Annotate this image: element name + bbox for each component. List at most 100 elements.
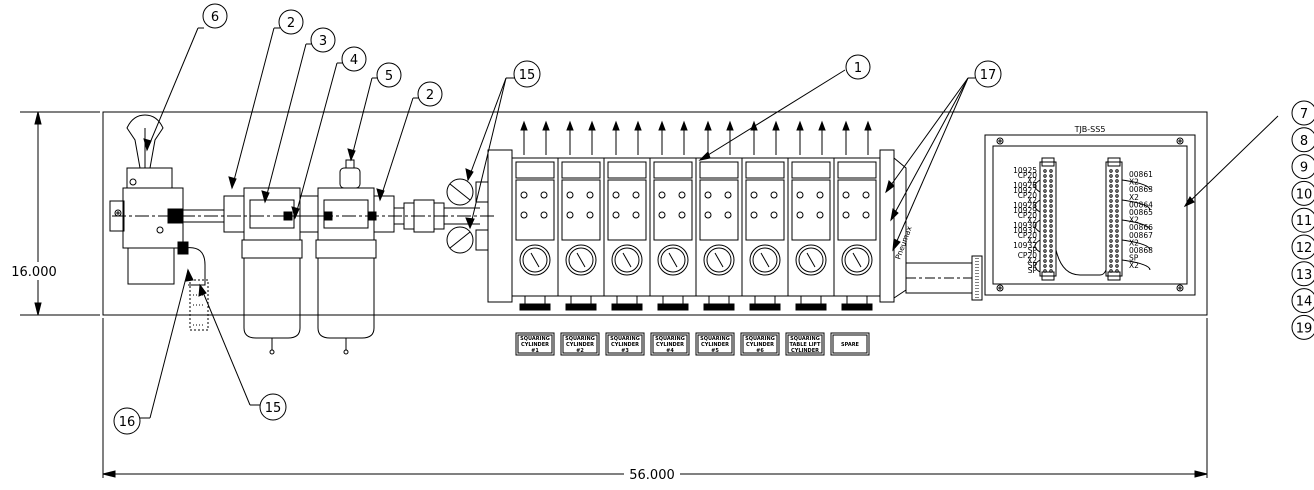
enclosure-title: TJB-SS5 [1074,125,1106,134]
balloon-9: 9 [1291,154,1314,180]
right-terminal-label: X2 [1129,261,1139,270]
panel-outline [102,111,1208,316]
valve-station [741,120,789,311]
lockout-valve [109,114,206,286]
right-terminal-label: 00861 [1129,170,1153,179]
muffler-lower [189,279,209,331]
right-terminal-label: X2 [1129,193,1139,202]
valve-label-text: CYLINDER [656,342,684,348]
wire [1121,259,1151,271]
balloon-4-text: 4 [350,53,358,68]
wire [1034,259,1041,273]
balloon-text: 11 [1296,214,1313,229]
balloon-1-text: 1 [854,61,862,76]
balloon-17-text: 17 [980,68,997,83]
balloon-19: 19 [1291,314,1314,340]
balloon-4: 4 [341,46,367,72]
left-terminal-label: CP20 [1018,191,1038,200]
right-terminal-label: X2 [1129,238,1139,247]
balloon-12: 12 [1291,234,1314,260]
balloon-6: 6 [202,3,228,29]
height-dimension-text: 16.000 [11,265,57,280]
valve-label-8: SPARE [830,332,870,356]
valve-label-text: #5 [711,348,719,354]
valve-station [511,120,559,311]
balloon-17: 17 [974,60,1002,88]
conduit [905,255,983,301]
width-dimension: 56.000 [102,318,1208,483]
valve-label-text: SQUARING [565,336,595,342]
balloon-text: 9 [1300,161,1308,176]
balloon-3: 3 [310,27,336,53]
balloon-text: 8 [1300,134,1308,149]
right-terminal-label: 00868 [1129,246,1153,255]
balloon-11: 11 [1291,207,1314,233]
left-terminal-label: 10928 [1013,201,1037,210]
balloon-2b: 2 [417,81,443,107]
right-terminal-label: 00867 [1129,231,1153,240]
wire [1121,239,1151,251]
right-terminal-label: 00863 [1129,185,1153,194]
left-terminal-label: 10929 [1013,206,1037,215]
valve-label-text: CYLINDER [791,348,819,354]
left-terminal-label: CP20 [1018,251,1038,260]
balloon-15b: 15 [259,393,287,421]
valve-station [603,120,651,311]
valve-label-text: SQUARING [655,336,685,342]
left-terminal-label: X2 [1027,216,1037,225]
valve-station [649,120,697,311]
valve-label-text: TABLE LIFT [790,342,822,348]
valve-station [695,120,743,311]
valve-label-text: CYLINDER [701,342,729,348]
balloon-3-text: 3 [319,34,327,49]
balloon-10: 10 [1291,180,1314,206]
valve-label-text: #4 [666,348,674,354]
wire [1034,179,1041,193]
balloon-2a-text: 2 [287,16,295,31]
left-terminal-label: 10927 [1013,186,1037,195]
balloon-text: 14 [1296,295,1313,310]
wire [1121,179,1151,191]
left-terminal-label: 10926 [1013,181,1037,190]
left-terminal-label: SP [1028,266,1038,275]
valve-label-text: #1 [531,348,539,354]
right-terminal-label: SP [1129,254,1139,263]
balloon-7: 7 [1291,100,1314,126]
valve-label-text: #6 [756,348,764,354]
wire [1034,239,1041,253]
left-terminal-label: 10930 [1013,221,1037,230]
height-dimension: 16.000 [2,111,100,316]
wire [1121,199,1151,211]
valve-station [833,120,881,311]
balloon-text: 19 [1296,321,1313,336]
valve-label-text: CYLINDER [746,342,774,348]
balloon-text: 7 [1300,107,1308,122]
left-terminal-label: 10932 [1013,241,1037,250]
left-terminal-label: X2 [1027,236,1037,245]
valve-label-text: SQUARING [790,336,820,342]
left-terminal-label: CP20 [1018,211,1038,220]
balloon-16-text: 16 [119,415,136,430]
width-dimension-text: 56.000 [629,468,675,483]
valve-label-text: #2 [576,348,584,354]
balloon-15b-text: 15 [265,401,282,416]
coupling [283,195,333,233]
left-terminal-label: SP [1028,246,1038,255]
valve-label-text: CYLINDER [521,342,549,348]
balloon-15a-text: 15 [519,68,536,83]
valve-manifold: Pneumax [487,120,914,311]
junction-box: TJB-SS5 10925CP20X21092610927CP20X210928… [984,125,1196,296]
valve-label-text: CYLINDER [566,342,594,348]
valve-label-text: CYLINDER [611,342,639,348]
left-terminal-label: SP [1028,261,1038,270]
balloon-text: 13 [1296,268,1313,283]
balloon-13: 13 [1291,261,1314,287]
balloons: 6 2 3 4 5 2 15 1 [113,3,1314,435]
balloon-5: 5 [376,62,402,88]
balloon-15a: 15 [513,60,541,88]
